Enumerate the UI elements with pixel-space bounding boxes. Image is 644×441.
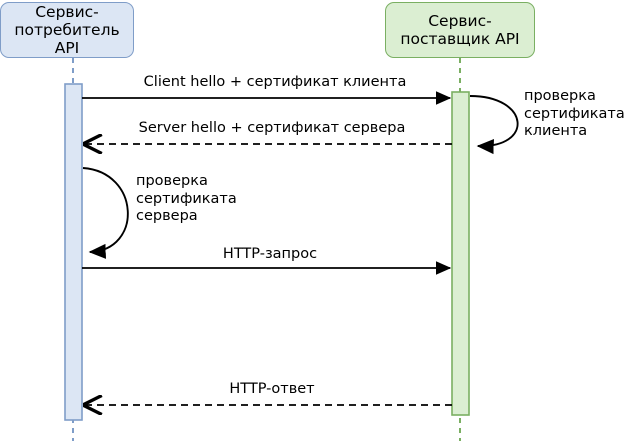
message-label-check-client-cert: проверка сертификата клиента [524,88,625,140]
message-label-client-hello: Client hello + сертификат клиента [143,74,407,90]
self-loop-check-client-cert [469,95,519,155]
activation-bar-provider [451,91,470,416]
participant-box-provider[interactable]: Сервис- поставщик API [385,2,535,58]
participant-box-consumer[interactable]: Сервис- потребитель API [0,2,134,58]
message-label-http-response: HTTP-ответ [229,381,315,397]
message-label-server-hello: Server hello + сертификат сервера [138,120,406,136]
activation-bar-consumer [64,83,83,421]
message-label-http-request: HTTP-запрос [222,246,318,262]
message-label-check-server-cert: проверка сертификата сервера [136,173,237,225]
self-loop-check-server-cert [82,167,129,259]
